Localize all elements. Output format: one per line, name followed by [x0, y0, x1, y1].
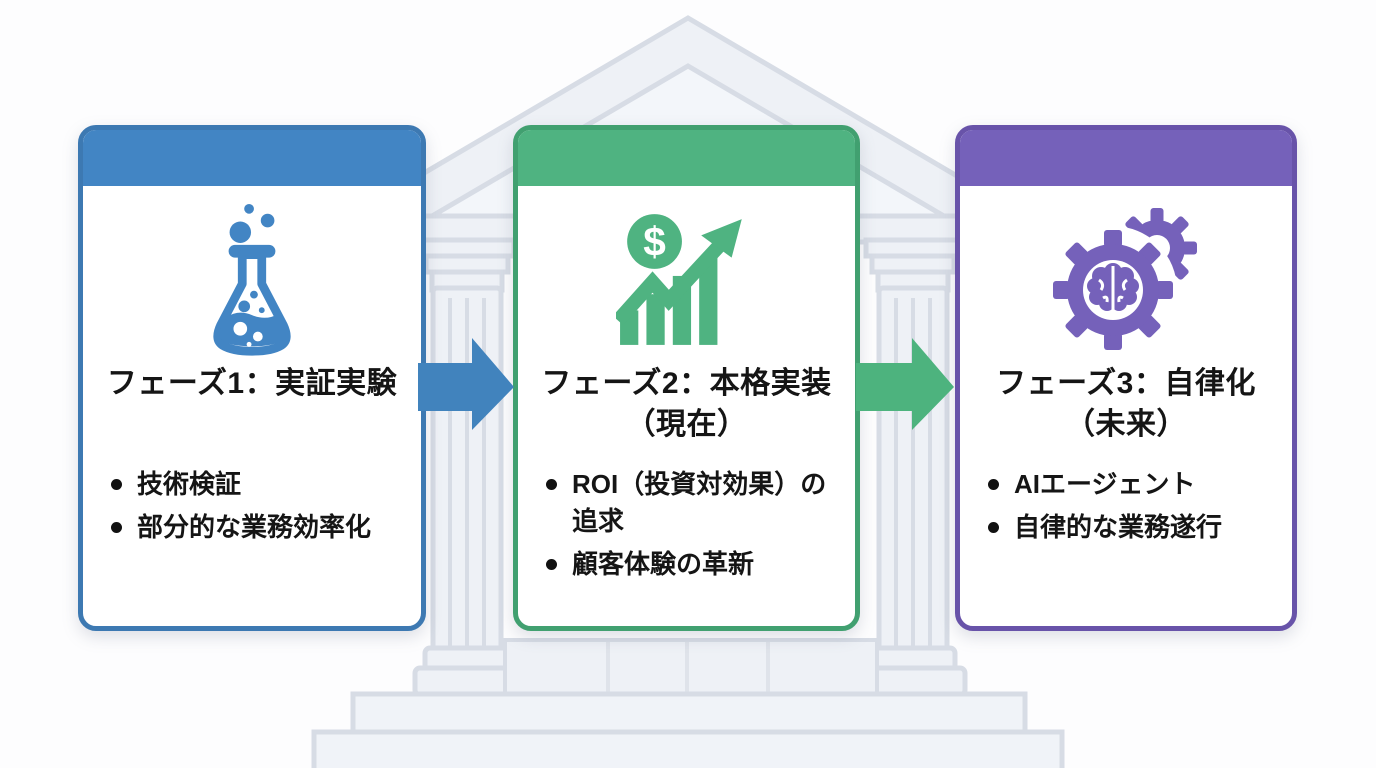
bullet-text: 自律的な業務遂行 [1014, 511, 1223, 542]
bullet-item: 部分的な業務効率化 [111, 509, 401, 546]
bullet-dot [546, 546, 572, 570]
bullet-dot [988, 509, 1014, 533]
arrow-right-icon [418, 338, 514, 430]
brain-folds [1098, 265, 1128, 310]
phase-card-3: フェーズ3：自律化 （未来） AIエージェント 自律的な業務遂行 [955, 125, 1297, 631]
phase-2-bullet-list: ROI（投資対効果）の追求 顧客体験の革新 [534, 466, 839, 589]
brain-glyph [1087, 262, 1139, 311]
phase-3-title-wrap: フェーズ3：自律化 （未来） [996, 364, 1256, 456]
bullet-item: 顧客体験の革新 [546, 546, 835, 583]
arrow-right-icon [856, 338, 954, 430]
bullet-dot [111, 509, 137, 533]
bullet-text: 顧客体験の革新 [572, 548, 755, 579]
phase-2-body: $ フェーズ2：本格実装 （現在） ROI（投資対効果）の追求 顧客体験の革新 [518, 186, 855, 589]
arrow-right-shape [856, 338, 954, 430]
bullet-dot [546, 466, 572, 490]
phase-card-2: $ フェーズ2：本格実装 （現在） ROI（投資対効果）の追求 顧客体験の革新 [513, 125, 860, 631]
phase-3-bullet-list: AIエージェント 自律的な業務遂行 [976, 466, 1276, 552]
bullet-item: AIエージェント [988, 466, 1272, 503]
phase-3-title: フェーズ3：自律化 [996, 367, 1256, 400]
phase-1-title: フェーズ1：実証実験 [106, 367, 398, 400]
building-wall [503, 638, 879, 696]
phase-1-body: フェーズ1：実証実験 技術検証 部分的な業務効率化 [83, 186, 421, 552]
phase-2-title: フェーズ2：本格実装 [541, 367, 832, 400]
dollar-symbol: $ [643, 219, 666, 265]
bullet-item: 自律的な業務遂行 [988, 509, 1272, 546]
bullet-text: 技術検証 [137, 469, 242, 499]
bullet-text: 部分的な業務効率化 [137, 511, 372, 542]
bullet-text: AIエージェント [1014, 469, 1196, 499]
arrow-right-shape [418, 338, 514, 430]
phase-2-title-wrap: フェーズ2：本格実装 （現在） [541, 364, 831, 456]
phase-3-subtitle: （未来） [1065, 407, 1187, 441]
bullet-item: ROI（投資対効果）の追求 [546, 466, 835, 540]
building-steps [311, 691, 1065, 768]
phase-3-body: フェーズ3：自律化 （未来） AIエージェント 自律的な業務遂行 [960, 186, 1292, 552]
phase-2-subtitle: （現在） [625, 407, 748, 441]
flask-icon [193, 196, 311, 364]
phase-3-header-band [960, 130, 1292, 186]
phase-card-1: フェーズ1：実証実験 技術検証 部分的な業務効率化 [78, 125, 426, 631]
phase-1-bullet-list: 技術検証 部分的な業務効率化 [99, 466, 405, 552]
right-column [858, 237, 968, 698]
phase-2-header-band [518, 130, 855, 186]
bullet-text: ROI（投資対効果）の追求 [572, 469, 827, 536]
bullet-dot [988, 466, 1014, 490]
growth-chart-icon: $ [615, 196, 758, 364]
bullet-item: 技術検証 [111, 466, 401, 503]
left-column [412, 237, 522, 698]
bullet-dot [111, 466, 137, 490]
brain-gear-icon [1051, 196, 1201, 364]
phase-1-title-wrap: フェーズ1：実証実験 [107, 364, 397, 456]
phase-1-header-band [83, 130, 421, 186]
